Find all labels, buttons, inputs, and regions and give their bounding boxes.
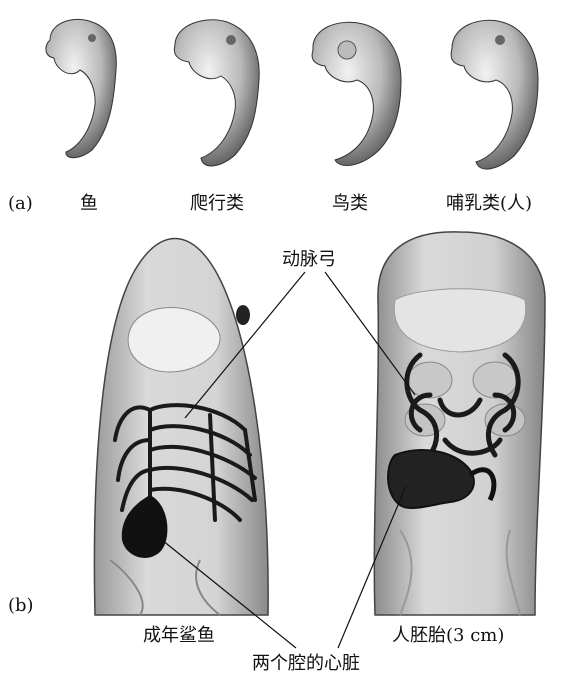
embryo-bird	[312, 22, 401, 165]
callout-two-chamber-heart: 两个腔的心脏	[252, 654, 360, 674]
shark-head	[94, 239, 268, 616]
label-reptile: 爬行类	[190, 194, 244, 214]
embryo-fish	[46, 19, 116, 157]
label-fish: 鱼	[80, 194, 98, 214]
panel-a-label: (a)	[8, 194, 33, 214]
label-bird: 鸟类	[332, 194, 368, 214]
human-embryo-head	[374, 232, 545, 615]
embryo-mammal-human	[451, 20, 538, 169]
caption-adult-shark: 成年鲨鱼	[143, 626, 215, 646]
caption-human-embryo: 人胚胎(3 cm)	[392, 626, 504, 646]
panel-b-label: (b)	[8, 596, 34, 616]
label-mammal-human: 哺乳类(人)	[446, 194, 532, 214]
callout-aortic-arches: 动脉弓	[282, 250, 336, 270]
embryo-reptile	[174, 20, 259, 166]
